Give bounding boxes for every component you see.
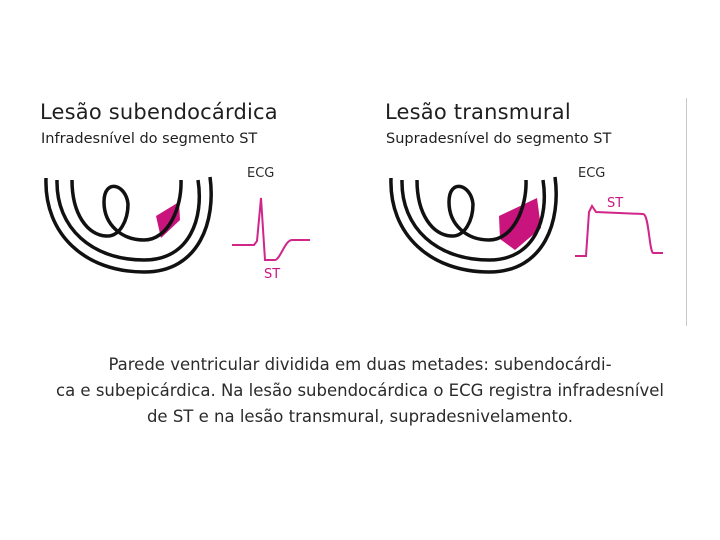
subendocardial-panel: ECG ST Lesão subendocárdica Infradesníve… [40,100,340,330]
transmural-subtitle: Supradesnível do segmento ST [386,131,611,147]
transmural-title: Lesão transmural [385,100,571,124]
st-label: ST [264,267,280,282]
subendocardial-subtitle: Infradesnível do segmento ST [41,131,257,147]
caption-line-3: de ST e na lesão transmural, supradesniv… [20,404,700,430]
st-label: ST [607,196,623,211]
right-margin-divider [686,98,687,326]
figure-caption: Parede ventricular dividida em duas meta… [20,352,700,430]
ventricle-inner-wall [417,180,526,240]
transmural-panel: ECG ST Lesão transmural Supradesnível do… [385,100,685,330]
subendocardial-title: Lesão subendocárdica [40,100,278,124]
ecg-label: ECG [247,166,274,181]
ecg-trace-st-elevation [575,206,663,256]
ecg-label: ECG [578,166,605,181]
transmural-lesion [499,198,541,250]
ecg-trace-st-depression [232,198,310,260]
caption-line-1: Parede ventricular dividida em duas meta… [20,352,700,378]
ventricle-inner-wall [72,180,181,240]
caption-line-2: ca e subepicárdica. Na lesão subendocárd… [20,378,700,404]
